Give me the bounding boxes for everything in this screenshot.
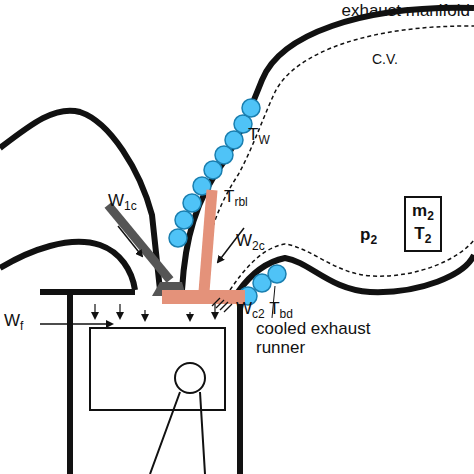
part-name: exhaust manifold (341, 2, 470, 21)
cylinder-wall (237, 292, 243, 474)
symbol-label: W1c (108, 192, 137, 214)
connecting-rod (150, 392, 205, 474)
cylinder-head (40, 289, 135, 295)
symbol-label: W2c (236, 232, 265, 254)
state-variables: m2 T2 (412, 201, 434, 247)
manifold-wall (182, 8, 474, 290)
coolant-circles (169, 99, 286, 305)
piston-force-arrows (95, 304, 215, 320)
exhaust-valve-head (162, 290, 245, 304)
symbol-label: Trbl (224, 188, 248, 210)
piston (90, 328, 225, 410)
cylinder-wall (67, 292, 73, 474)
symbol-label: p2 (360, 226, 377, 248)
intake-valve-stem (108, 205, 170, 280)
symbol-label: Wf (4, 312, 23, 334)
flow-arrow (40, 323, 112, 325)
intake-port-wall (0, 242, 135, 290)
piston-pin (175, 363, 205, 393)
symbol-label: TW (248, 126, 270, 148)
part-name: cooled exhaust runner (256, 320, 376, 357)
region-label: C.V. (372, 52, 398, 67)
intake-port-wall (0, 111, 160, 290)
exhaust-valve-stem (204, 190, 212, 292)
flow-arrow (118, 226, 142, 256)
state-box: m2 T2 (404, 196, 442, 252)
control-volume (200, 26, 474, 288)
symbol-label: Wc2 Tbd (236, 300, 293, 322)
